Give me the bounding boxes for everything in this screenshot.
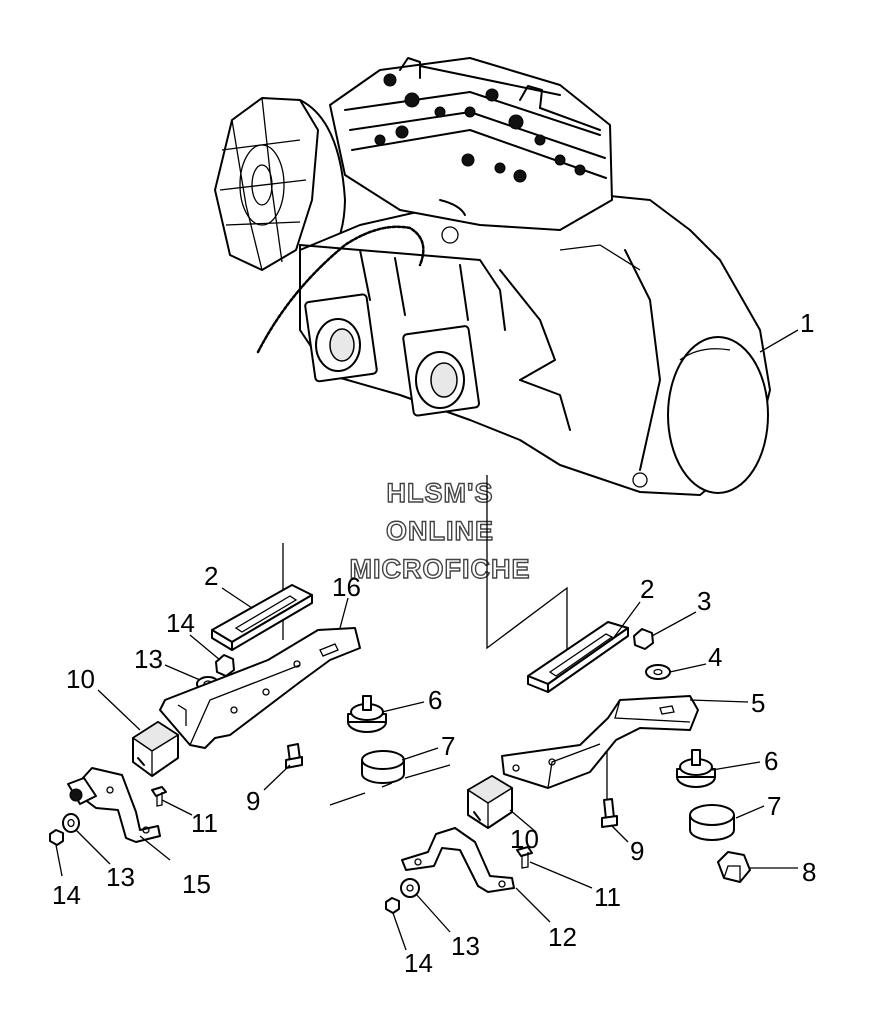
part-16-bracket	[159, 627, 361, 749]
watermark-line1: HLSM'S	[387, 478, 494, 508]
part-2-right-spacer	[527, 621, 629, 693]
exhaust-ports	[304, 293, 480, 417]
callout-numbers: 1 2 2 3 4 5 6 6 7 7 8 9 9 10 10 11 11 12…	[52, 308, 816, 978]
part-14-nut-bottom-right	[385, 897, 400, 914]
part-4-washer	[645, 664, 671, 680]
part-5-bracket	[501, 695, 699, 789]
part-6-right-isolator	[676, 749, 716, 788]
callout-10-right: 10	[510, 824, 539, 854]
callout-7-right: 7	[767, 791, 781, 821]
watermark: HLSM'S ONLINE MICROFICHE	[349, 477, 531, 584]
watermark-line3: MICROFICHE	[350, 554, 531, 584]
callout-2-left: 2	[204, 561, 218, 591]
part-7-right-pad	[689, 804, 735, 841]
callout-10-left: 10	[66, 664, 95, 694]
callout-14-top-left: 14	[166, 608, 195, 638]
engine-assembly	[214, 57, 771, 496]
callout-3: 3	[697, 586, 711, 616]
part-12-bracket	[401, 827, 515, 893]
part-6-left-isolator	[347, 695, 387, 733]
callout-2-right: 2	[640, 574, 654, 604]
callout-12: 12	[548, 922, 577, 952]
callout-13-bottom-left: 13	[106, 862, 135, 892]
leader-lines	[55, 329, 799, 951]
callout-9-left: 9	[246, 786, 260, 816]
callout-8: 8	[802, 857, 816, 887]
part-14-nut-left	[215, 654, 235, 677]
part-11-right-bolt	[516, 846, 533, 869]
callout-14-bottom-left: 14	[52, 880, 81, 910]
part-13-washer-bottom-right	[400, 878, 420, 898]
stator-cover	[667, 336, 769, 494]
part-11-left-bolt	[151, 786, 167, 807]
part-13-washer-bottom-left	[62, 813, 80, 833]
part-2-left-spacer	[211, 584, 313, 651]
part-10-left-mount	[131, 721, 180, 777]
callout-16: 16	[332, 572, 361, 602]
callout-1: 1	[800, 308, 814, 338]
callout-6-right: 6	[764, 746, 778, 776]
callout-6-left: 6	[428, 685, 442, 715]
part-15-bracket	[67, 767, 161, 843]
callout-4: 4	[708, 642, 722, 672]
watermark-line2: ONLINE	[386, 516, 494, 546]
callout-14-bottom-right: 14	[404, 948, 433, 978]
part-10-right-mount	[466, 775, 514, 829]
callout-11-right: 11	[594, 882, 621, 912]
part-14-nut-bottom-left	[49, 829, 64, 846]
callout-9-right: 9	[630, 836, 644, 866]
part-8-nut	[717, 851, 751, 883]
callout-13-top-left: 13	[134, 644, 163, 674]
callout-7-left: 7	[441, 731, 455, 761]
cylinder-head-studs	[374, 73, 586, 183]
part-3-nut	[633, 628, 654, 650]
callout-5: 5	[751, 688, 765, 718]
part-9-right-bolt	[601, 798, 618, 828]
callout-15: 15	[182, 869, 211, 899]
part-7-left-pad	[361, 750, 405, 784]
callout-13-bottom-right: 13	[451, 931, 480, 961]
cylinder-block	[329, 57, 613, 231]
callout-11-left: 11	[191, 808, 218, 838]
part-9-left-bolt	[285, 743, 303, 769]
